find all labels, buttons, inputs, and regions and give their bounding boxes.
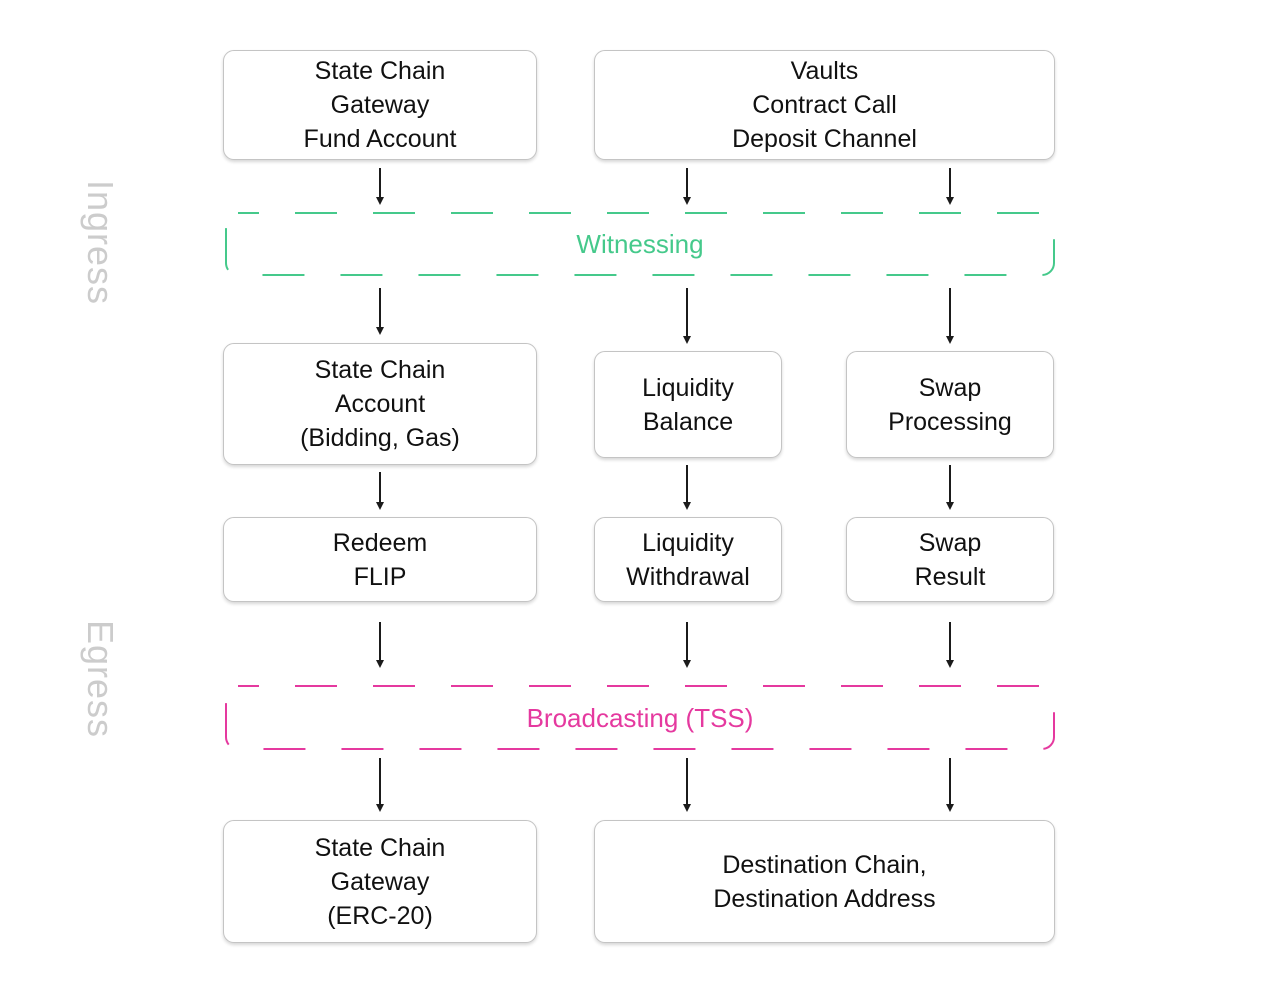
node-liquidity-balance: Liquidity Balance [594, 351, 782, 458]
arrow-redeem-to-broadcasting [376, 622, 383, 668]
arrow-balance-to-withdrawal [683, 465, 690, 510]
arrow-witnessing-to-state-chain-account [376, 288, 383, 335]
arrow-witnessing-to-liquidity-balance [683, 288, 690, 344]
phase-witnessing: Witnessing [225, 212, 1055, 276]
node-state-chain-gateway-erc20: State Chain Gateway (ERC-20) [223, 820, 537, 943]
arrow-vaults-to-witnessing-right [946, 168, 953, 205]
node-liquidity-withdrawal: Liquidity Withdrawal [594, 517, 782, 602]
witnessing-dashed-border [225, 212, 1055, 276]
arrow-broadcasting-to-gateway-erc20 [376, 758, 383, 812]
broadcasting-dashed-border [225, 685, 1055, 750]
broadcasting-label: Broadcasting (TSS) [516, 702, 764, 733]
witnessing-label: Witnessing [566, 229, 714, 259]
egress-label: Egress [80, 620, 121, 739]
node-vaults-contract-call-deposit-channel: Vaults Contract Call Deposit Channel [594, 50, 1055, 160]
node-redeem-flip: Redeem FLIP [223, 517, 537, 602]
arrow-withdrawal-to-broadcasting [683, 622, 690, 668]
arrow-account-to-redeem-flip [376, 472, 383, 510]
arrow-broadcasting-to-destination-left [683, 758, 690, 812]
arrow-broadcasting-to-destination-right [946, 758, 953, 812]
arrow-result-to-broadcasting [946, 622, 953, 668]
ingress-label: Ingress [80, 180, 121, 306]
node-swap-result: Swap Result [846, 517, 1054, 602]
node-swap-processing: Swap Processing [846, 351, 1054, 458]
node-state-chain-gateway-fund-account: State Chain Gateway Fund Account [223, 50, 537, 160]
phase-broadcasting: Broadcasting (TSS) [225, 685, 1055, 750]
node-state-chain-account-bidding-gas: State Chain Account (Bidding, Gas) [223, 343, 537, 465]
node-destination-chain-address: Destination Chain, Destination Address [594, 820, 1055, 943]
arrow-witnessing-to-swap-processing [946, 288, 953, 344]
arrow-vaults-to-witnessing-left [683, 168, 690, 205]
arrow-fund-account-to-witnessing [376, 168, 383, 205]
arrow-processing-to-result [946, 465, 953, 510]
